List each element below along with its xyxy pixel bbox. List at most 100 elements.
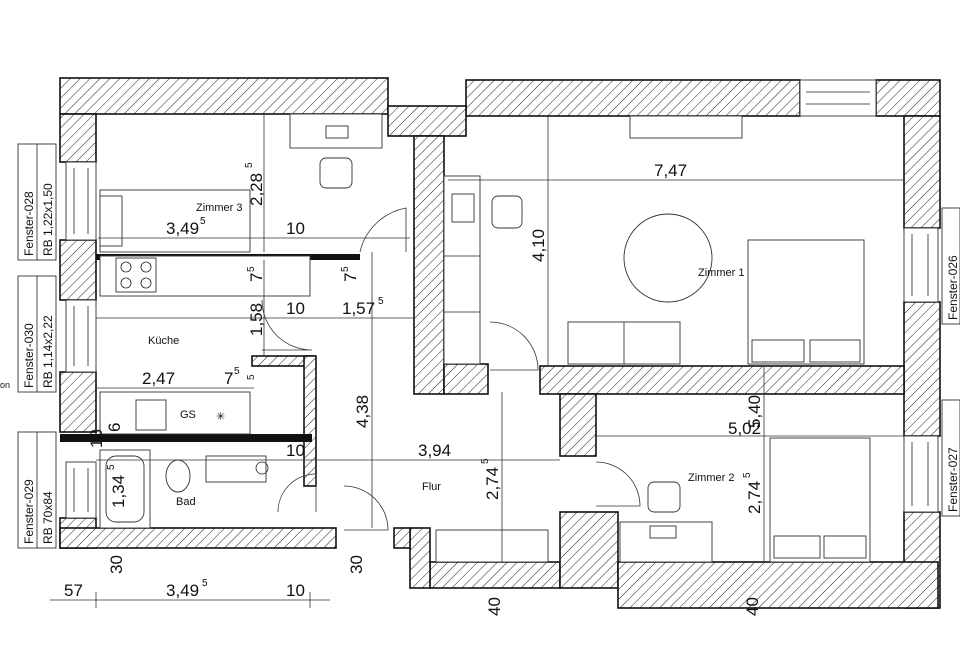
dim-bad-height-sup: 5	[106, 464, 117, 470]
dim-wall-7-d-sup: 5	[246, 374, 257, 380]
wall-right-1	[903, 115, 941, 229]
room-labels: Zimmer 3 Zimmer 1 Zimmer 2 Küche Bad Flu…	[148, 202, 744, 508]
dim-wall-7-b: 7	[341, 273, 360, 282]
dim-z2-height-sup: 5	[742, 472, 753, 478]
toilet-icon	[165, 459, 191, 493]
dim-bottom-40-b: 40	[743, 597, 762, 616]
tag-fenster-026	[941, 207, 960, 325]
dim-z3-height-sup: 5	[244, 162, 255, 168]
dim-wall-7-c-sup: 5	[234, 366, 240, 377]
dim-wall-7-b-sup: 5	[340, 266, 351, 272]
window-029	[65, 461, 97, 519]
room-label-zimmer2: Zimmer 2	[688, 472, 734, 484]
dim-z3-width-sup: 5	[200, 216, 206, 227]
dim-bottom-10: 10	[286, 581, 305, 600]
windows	[65, 79, 939, 519]
wall-left-3	[59, 371, 97, 433]
window-026	[903, 227, 939, 303]
tag-fenster-027-name: Fenster-027	[946, 447, 960, 512]
dim-wall-10-b: 10	[286, 299, 305, 318]
dim-z3-width: 3,49	[166, 219, 199, 238]
tag-fenster-028-name: Fenster-028	[22, 191, 36, 256]
dim-bottom-30-a: 30	[107, 555, 126, 574]
dim-k-width: 2,47	[142, 369, 175, 388]
dim-bottom-width: 3,49	[166, 581, 199, 600]
monitor-zimmer2-icon	[649, 525, 677, 539]
cut-off-label: on	[0, 380, 10, 390]
hall-cabinet	[435, 529, 549, 563]
window-027	[903, 435, 939, 513]
window-top	[799, 79, 877, 117]
door-zimmer2	[595, 461, 641, 507]
dim-wall-18: 18	[87, 429, 106, 448]
room-label-kueche: Küche	[148, 335, 179, 347]
wall-bottom-flur-step	[393, 527, 411, 549]
bed-zimmer3	[99, 189, 251, 253]
window-028	[65, 161, 97, 241]
round-table	[623, 213, 713, 303]
wall-bottom-flur-left	[409, 527, 431, 589]
chair-zimmer1	[491, 195, 523, 229]
dim-bottom-width-sup: 5	[202, 578, 208, 589]
wall-left-1	[59, 113, 97, 163]
chair-zimmer3	[319, 157, 353, 189]
wall-bottom-left	[59, 527, 337, 549]
wall-left-2	[59, 239, 97, 301]
wall-center	[413, 135, 445, 395]
tag-fenster-027	[941, 399, 960, 517]
appliance-star-icon: ✳	[216, 411, 225, 423]
wall-top-right	[465, 79, 801, 117]
wall-right-2	[903, 301, 941, 437]
window-tags: Fenster-028 RB 1,22x1,50 Fenster-030 RB …	[0, 143, 960, 549]
dim-z2-width: 5,02	[728, 419, 761, 438]
walls	[59, 77, 941, 609]
dim-z3-height: 2,28	[247, 173, 266, 206]
dim-wall-10-c: 10	[286, 441, 305, 460]
wall-center-foot	[443, 363, 489, 395]
dim-bottom-40-a: 40	[485, 597, 504, 616]
furniture: GS ✳	[99, 113, 871, 563]
chair-zimmer2	[647, 481, 681, 513]
room-label-bad: Bad	[176, 496, 196, 508]
dim-bottom-30-b: 30	[347, 555, 366, 574]
tag-fenster-030-spec: RB 1,14x2,22	[41, 315, 55, 388]
dim-bad-height: 1,34	[109, 475, 128, 508]
door-kueche	[261, 299, 313, 351]
tag-fenster-029-spec: RB 70x84	[41, 491, 55, 544]
tag-fenster-026-name: Fenster-026	[946, 255, 960, 320]
dim-k-height: 1,58	[247, 303, 266, 336]
wall-top-left	[59, 77, 389, 115]
monitor-zimmer1-icon	[451, 193, 475, 223]
tag-fenster-028-spec: RB 1,22x1,50	[41, 183, 55, 256]
doors	[261, 207, 641, 531]
dim-flur-height-sup: 5	[480, 458, 491, 464]
dim-bottom-57: 57	[64, 581, 83, 600]
room-label-gs: GS	[180, 409, 196, 421]
dim-wall-7-a-sup: 5	[246, 266, 257, 272]
room-label-flur: Flur	[422, 481, 441, 493]
dim-flur-height: 2,74	[483, 467, 502, 500]
wall-bad-right	[303, 355, 317, 487]
dim-z2-gap: 5,40	[745, 395, 764, 428]
wall-bad-top	[60, 434, 312, 442]
wall-z1-z2	[539, 365, 905, 395]
dim-wall-6: 6	[105, 423, 124, 432]
wall-bottom-flur	[429, 561, 561, 589]
tag-fenster-030-name: Fenster-030	[22, 323, 36, 388]
dim-wall-7-c: 7	[224, 369, 233, 388]
wall-top-right-corner	[875, 79, 941, 117]
wall-z2-left	[559, 393, 597, 457]
wall-bottom-right	[617, 561, 939, 609]
dim-corridor-w-sup: 5	[378, 296, 384, 307]
wall-bottom-mid	[559, 511, 619, 589]
room-label-zimmer3: Zimmer 3	[196, 202, 242, 214]
room-label-zimmer1: Zimmer 1	[698, 267, 744, 279]
sink-icon	[135, 399, 167, 431]
dim-corridor-w: 1,57	[342, 299, 375, 318]
dim-hall-w: 3,94	[418, 441, 451, 460]
door-entrance	[343, 485, 389, 531]
dim-wall-10-a: 10	[286, 219, 305, 238]
stove-icon	[115, 257, 157, 293]
door-zimmer1	[489, 321, 539, 371]
